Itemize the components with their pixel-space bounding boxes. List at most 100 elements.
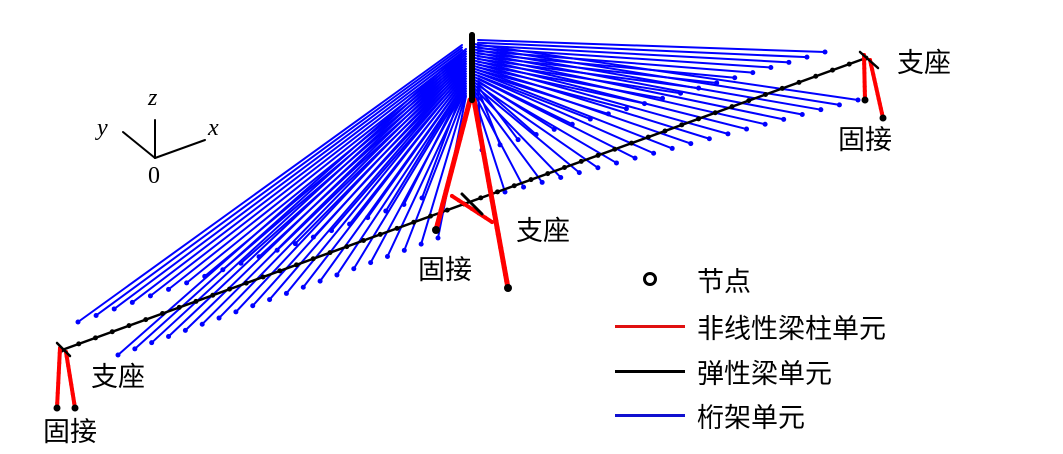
cable-anchor-node — [267, 297, 273, 303]
deck-elastic-beam-node — [662, 128, 668, 134]
cable-anchor-node — [93, 312, 99, 318]
deck-elastic-beam-node — [193, 298, 199, 304]
cable-anchor-node — [334, 272, 340, 278]
cable-element — [294, 73, 463, 245]
deck-elastic-beam-node — [394, 225, 400, 231]
tower-leg-right-node — [498, 245, 504, 251]
cable-element — [477, 77, 574, 126]
cable-element — [477, 44, 790, 64]
deck-elastic-beam-node — [411, 219, 417, 225]
tower-leg-right-node — [483, 164, 489, 170]
deck-elastic-beam-node — [746, 98, 752, 104]
pier-left-b-node — [68, 378, 73, 382]
legend-label: 非线性梁柱单元 — [697, 313, 886, 345]
deck-elastic-beam-node — [528, 177, 534, 183]
cable-anchor-node — [351, 266, 357, 272]
cable-element — [239, 66, 463, 265]
cable-element — [258, 68, 463, 258]
cable-element — [477, 60, 682, 95]
cable-element — [477, 63, 664, 100]
cable-anchor-node — [539, 179, 545, 185]
pier-left-b-node — [72, 401, 77, 406]
tower-leg-right-node — [504, 278, 510, 284]
cable-anchor-node — [587, 116, 593, 122]
cable-anchor-node — [762, 121, 768, 127]
tower-leg-left-node — [443, 188, 449, 194]
deck-elastic-beam-node — [243, 280, 249, 286]
tower-leg-left-node — [459, 130, 464, 135]
deck-elastic-beam-node — [696, 116, 701, 122]
deck-elastic-beam-node — [377, 231, 383, 237]
tower-base-node — [504, 284, 512, 292]
label-fixed-right: 固接 — [838, 125, 892, 156]
tower-support-beam-node — [490, 220, 494, 224]
cable-anchor-node — [328, 228, 334, 234]
tower-base-node — [432, 226, 440, 234]
tower-leg-right-node — [478, 137, 484, 143]
cable-anchor-node — [696, 85, 702, 91]
tower-leg-right-node — [486, 178, 492, 184]
cable-anchor-node — [368, 260, 374, 266]
pier-right-b-node — [870, 67, 875, 72]
cable-element — [203, 61, 463, 278]
cable-anchor-node — [569, 121, 575, 127]
cable-anchor-node — [623, 106, 629, 112]
pier-base-node — [861, 96, 869, 104]
cable-element — [402, 88, 463, 206]
deck-elastic-beam-node — [76, 341, 82, 347]
deck-elastic-beam-node — [763, 92, 768, 97]
cable-element — [221, 63, 463, 271]
cable-anchor-node — [515, 137, 521, 143]
cable-anchor-node — [149, 340, 155, 346]
cable-anchor-node — [300, 284, 306, 290]
deck-elastic-beam-node — [830, 67, 835, 73]
deck-elastic-beam-node — [779, 85, 785, 91]
cable-element — [477, 52, 736, 79]
cable-element — [201, 60, 467, 326]
cable-element — [131, 51, 463, 304]
pier-right-b-node — [877, 101, 882, 106]
deck-elastic-beam-node — [176, 304, 182, 310]
deck-elastic-beam-node — [160, 311, 165, 316]
legend-item-elastic: 弹性梁单元 — [615, 354, 832, 390]
tower-leg-right-node — [480, 144, 485, 150]
red-line-icon — [615, 325, 685, 328]
axis-y — [122, 131, 156, 159]
deck-elastic-beam-node — [813, 73, 819, 79]
legend-item-truss: 桁架单元 — [615, 398, 805, 434]
cable-anchor-node — [418, 241, 424, 247]
pier-left-a-node — [56, 381, 61, 385]
tower-support-bearing — [460, 192, 484, 216]
deck-elastic-beam-node — [562, 165, 567, 170]
node-circle-icon — [643, 272, 657, 286]
pier-base-node — [53, 404, 61, 412]
cable-element — [477, 41, 808, 59]
cable-anchor-node — [688, 141, 694, 147]
pier-right-b-node — [872, 77, 877, 82]
deck-elastic-beam-node — [545, 171, 551, 177]
pier-left-a-node — [55, 401, 60, 405]
cable-anchor-node — [199, 321, 205, 327]
deck-elastic-beam-node — [712, 110, 718, 116]
cable-anchor-node — [521, 184, 527, 190]
deck-elastic-beam-node — [327, 250, 333, 256]
pier-left-b-node — [66, 364, 71, 368]
tower-leg-right-node — [495, 231, 501, 237]
cable-element — [473, 73, 655, 155]
label-fixed-mid: 固接 — [418, 255, 472, 286]
cable-anchor-node — [233, 309, 239, 315]
cable-anchor-node — [310, 234, 316, 240]
cable-anchor-node — [435, 235, 441, 241]
support-left-bearing — [55, 341, 72, 358]
cable-anchor-node — [238, 260, 244, 266]
black-line-icon — [615, 370, 685, 373]
tower-leg-left-node — [460, 123, 466, 129]
cable-element — [384, 86, 463, 213]
pier-left-a-node — [57, 356, 62, 360]
pier-right-a-node — [862, 84, 867, 89]
cable-element — [421, 91, 463, 199]
cable-anchor-node — [129, 299, 135, 305]
cable-anchor-node — [132, 346, 138, 352]
cable-anchor-node — [804, 54, 810, 60]
cable-anchor-node — [111, 306, 117, 312]
